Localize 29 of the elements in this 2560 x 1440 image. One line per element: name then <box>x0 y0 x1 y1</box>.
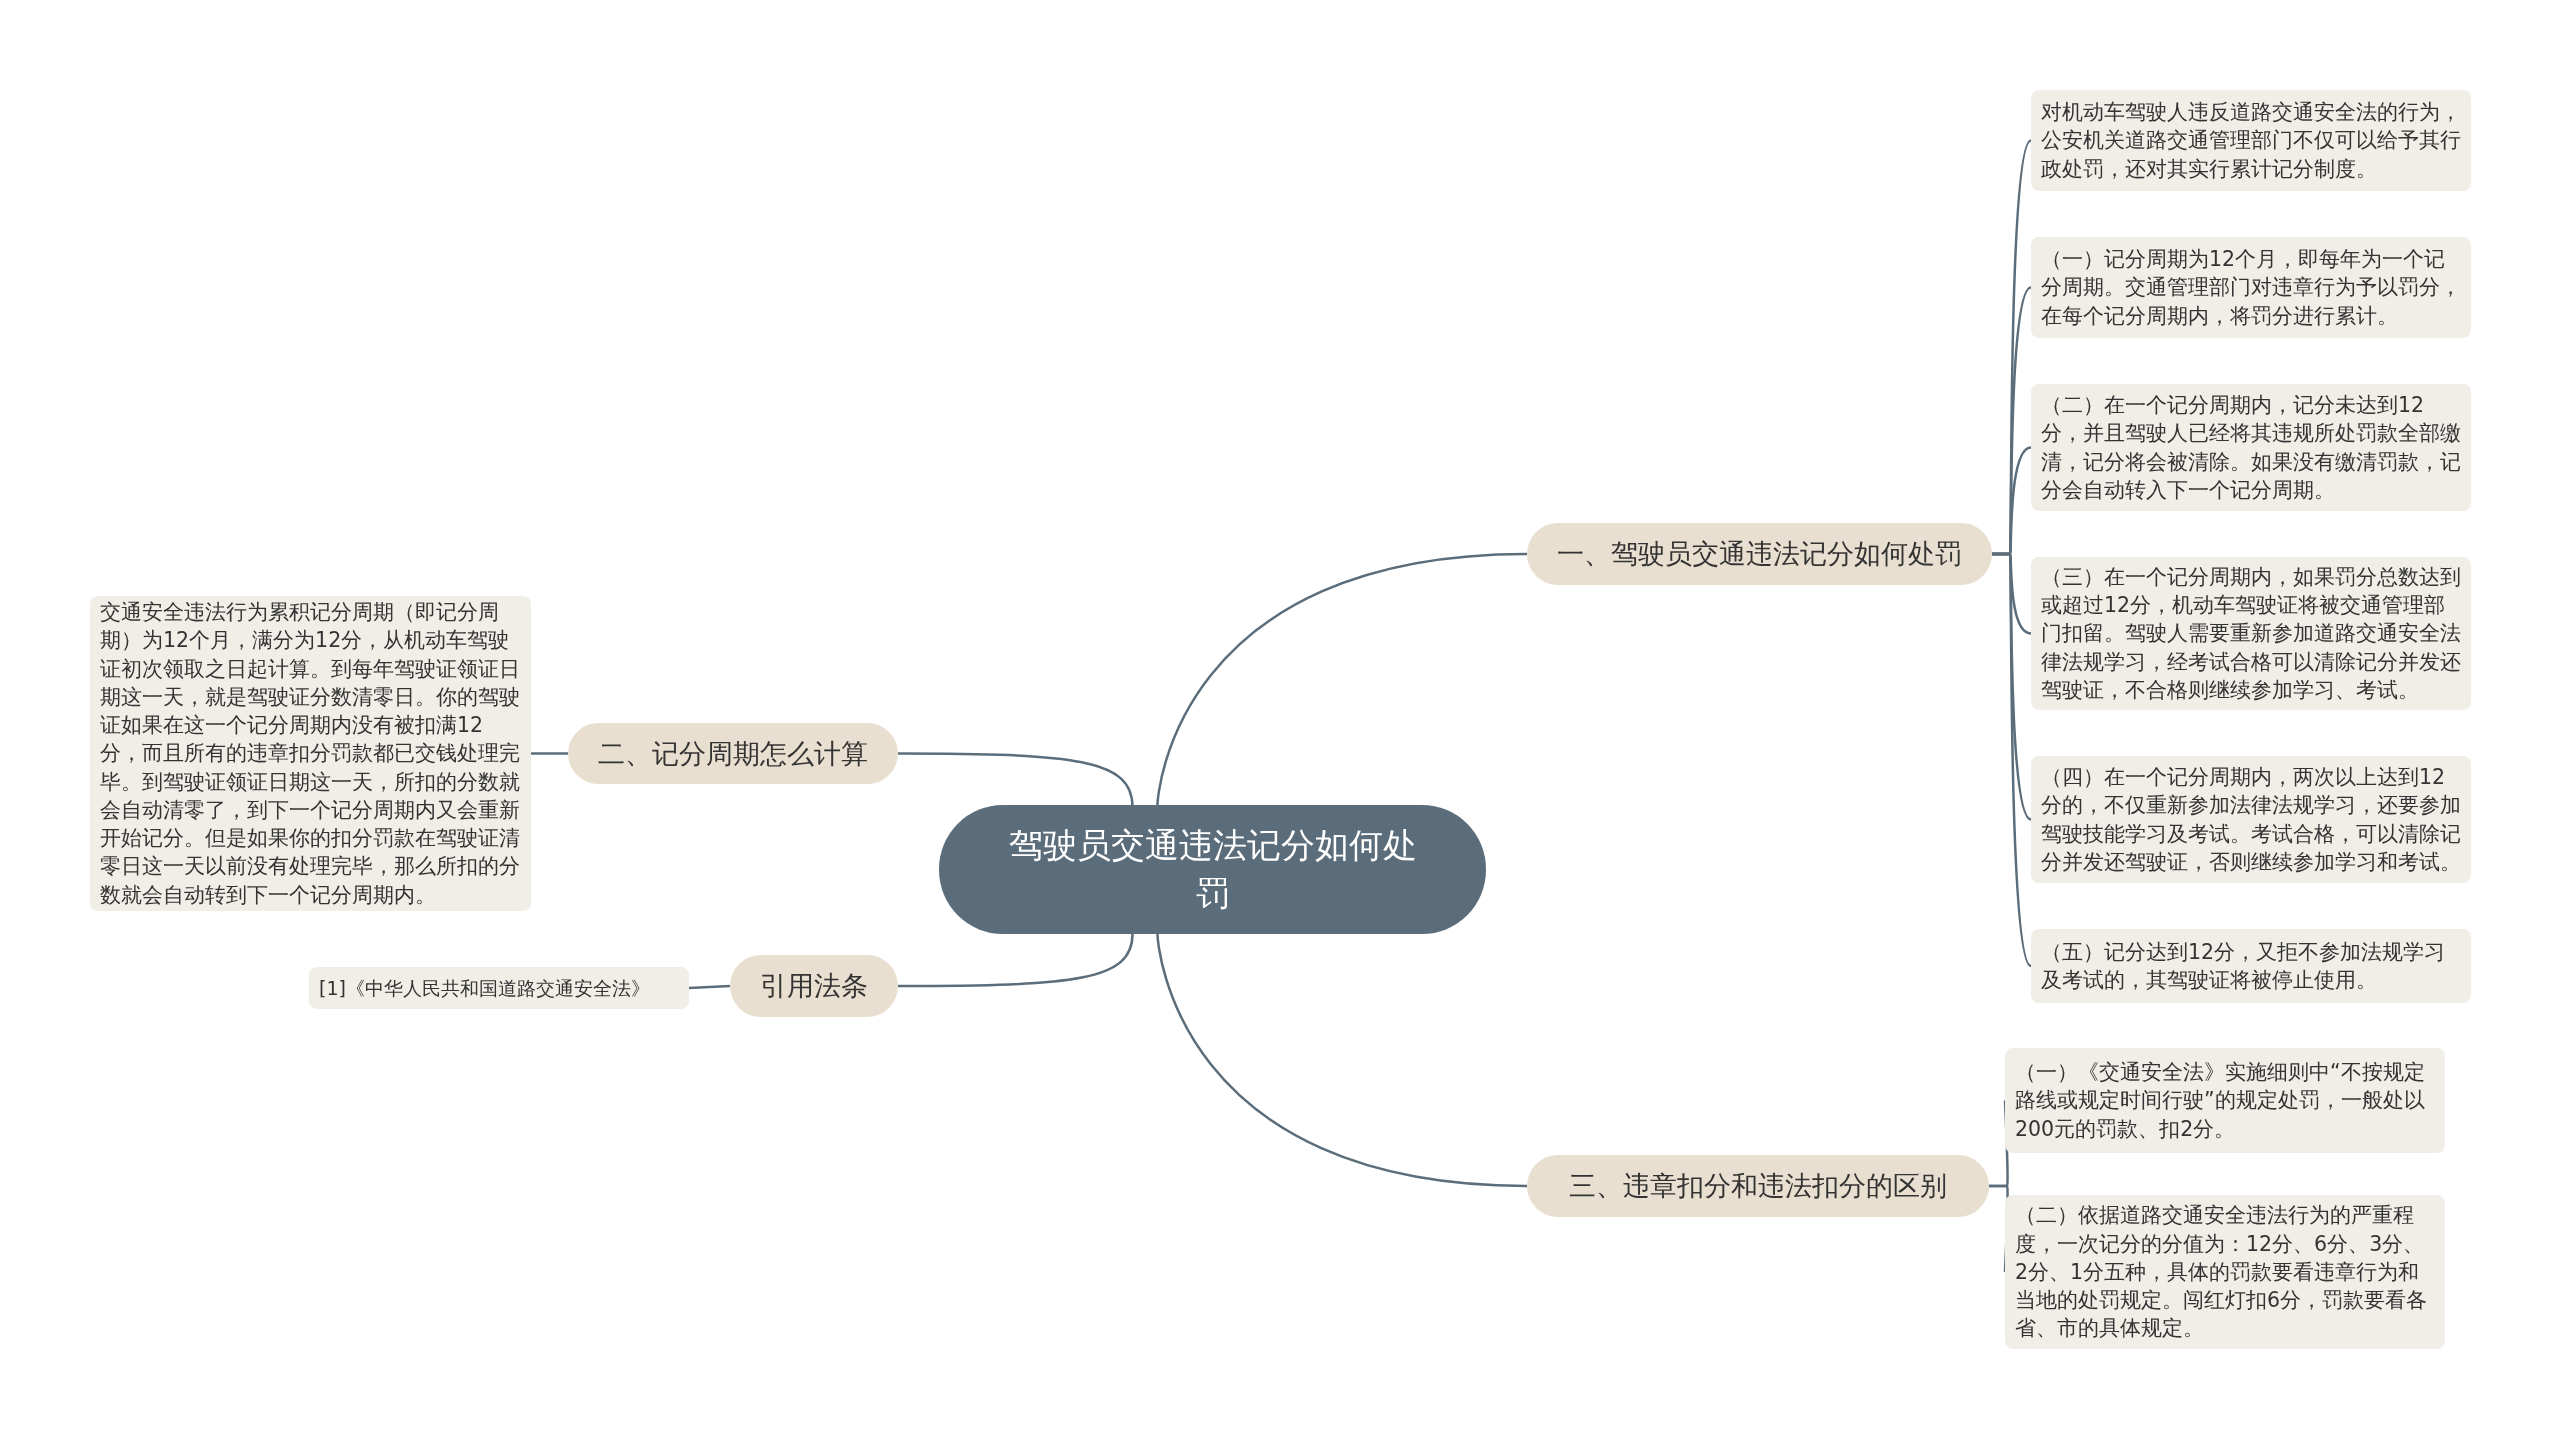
note-text: （二）依据道路交通安全违法行为的严重程度，一次记分的分值为：12分、6分、3分、2分、1分五种，具体的罚款要看违章行为和当地的处罚规定。闯红灯扣6分，罚款要看各省、市的具体规定。 <box>2015 1202 2429 1343</box>
connector-line <box>898 752 1134 808</box>
note-card <box>2031 90 2471 191</box>
title-text: 驾驶员交通违法记分如何处罚 <box>1007 823 1418 915</box>
topic-label: 一、驾驶员交通违法记分如何处罚 <box>1557 537 1962 571</box>
connector-line <box>1992 552 2033 967</box>
note-card <box>2031 756 2471 883</box>
connector-line <box>1156 552 1528 806</box>
note-text: 交通安全违法行为累积记分周期（即记分周期）为12个月，满分为12分，从机动车驾驶证初次领取之日起计算。到每年驾驶证领证日期这一天，就是驾驶证分数清零日。你的驾驶证如果在这一个记分周期内没有被扣满12分，而且所有的违章扣分罚款都已交钱处理完毕。到驾驶证领证日期这一天，所扣的分数就会自动清零了，到下一个记分周期内又会重新开始记分。但是如果你的扣分罚款在驾驶证清零日这一天以前没有处理完毕，那么所扣的分数就会自动转到下一个记分周期内。 <box>100 598 521 909</box>
note-text: （三）在一个记分周期内，如果罚分总数达到或超过12分，机动车驾驶证将被交通管理部门扣留。驾驶人需要重新参加道路交通安全法律法规学习，经考试合格可以清除记分并发还驾驶证，不合格则继续参加学习、考试。 <box>2041 563 2461 704</box>
note-card <box>2005 1048 2445 1153</box>
connector-line <box>1156 933 1528 1188</box>
note-text: （二）在一个记分周期内，记分未达到12分，并且驾驶人已经将其违规所处罚款全部缴清，记分将会被清除。如果没有缴清罚款，记分会自动转入下一个记分周期。 <box>2041 391 2461 504</box>
connector-line <box>688 984 731 990</box>
note-text: （五）记分达到12分，又拒不参加法规学习及考试的，其驾驶证将被停止使用。 <box>2041 938 2447 994</box>
note-card <box>2031 384 2471 511</box>
connector-line <box>898 933 1134 988</box>
connector-line <box>531 752 568 755</box>
topic-label: 三、违章扣分和违法扣分的区别 <box>1569 1169 1947 1203</box>
note-text: [1]《中华人民共和国道路交通安全法》 <box>319 975 650 1001</box>
note-card <box>309 967 689 1009</box>
topic-label: 引用法条 <box>760 969 868 1003</box>
note-text: （一）《交通安全法》实施细则中“不按规定路线或规定时间行驶”的规定处罚，一般处以200元的罚款、扣2分。 <box>2015 1059 2426 1143</box>
topic-label: 二、记分周期怎么计算 <box>598 736 868 771</box>
note-card <box>2031 237 2471 338</box>
note-text: 对机动车驾驶人违反道路交通安全法的行为，公安机关道路交通管理部门不仅可以给予其行政处罚，还对其实行累计记分制度。 <box>2041 99 2461 183</box>
note-text: （一）记分周期为12个月，即每年为一个记分周期。交通管理部门对违章行为予以罚分，在每个记分周期内，将罚分进行累计。 <box>2041 246 2461 330</box>
note-card <box>2031 929 2471 1003</box>
note-text: （四）在一个记分周期内，两次以上达到12分的，不仅重新参加法律法规学习，还要参加驾驶技能学习及考试。考试合格，可以清除记分并发还驾驶证，否则继续参加学习和考试。 <box>2041 763 2461 876</box>
